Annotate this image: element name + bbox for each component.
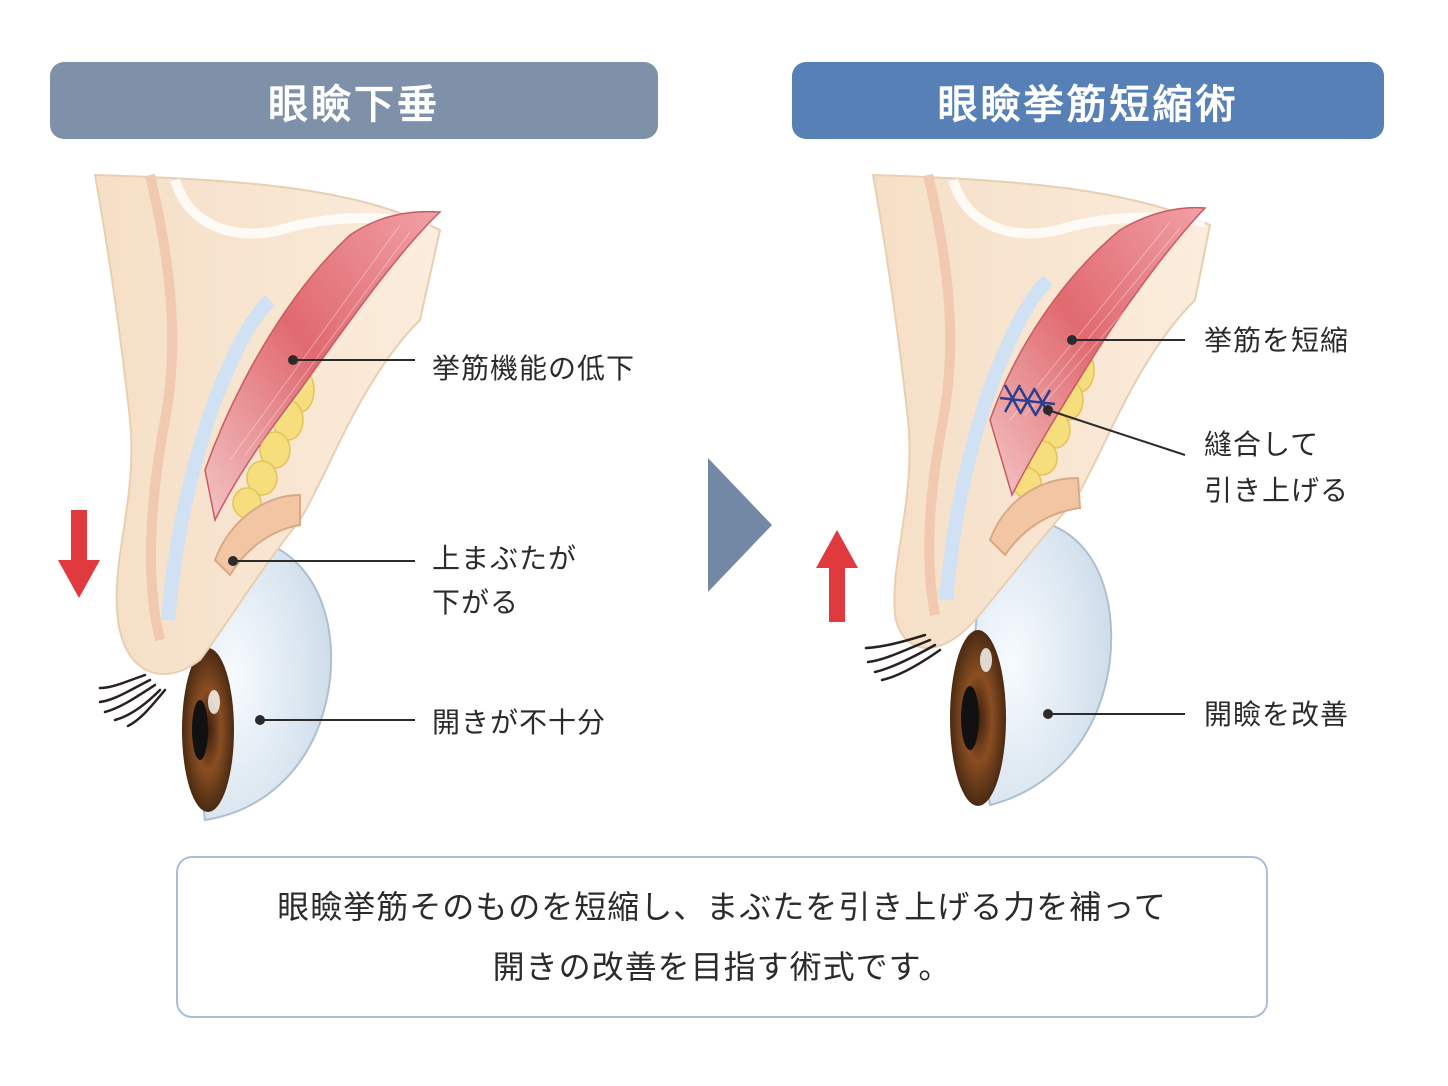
ptosis-illustration <box>93 173 442 822</box>
right-eyelashes <box>864 633 942 682</box>
left-levator-muscle <box>204 210 442 523</box>
transition-arrow-icon <box>708 458 772 592</box>
right-panel-title: 眼瞼挙筋短縮術 <box>792 62 1384 139</box>
label-suture-lift-1: 縫合して <box>1204 428 1320 461</box>
summary-box: 眼瞼挙筋そのものを短縮し、まぶたを引き上げる力を補って 開きの改善を目指す術式で… <box>176 856 1268 1018</box>
label-improve-opening: 開瞼を改善 <box>1204 698 1350 731</box>
label-shorten-levator: 挙筋を短縮 <box>1204 324 1350 357</box>
left-panel-title: 眼瞼下垂 <box>50 62 658 139</box>
label-levator-function-decline: 挙筋機能の低下 <box>432 352 636 385</box>
up-arrow-icon <box>816 530 858 622</box>
label-eyelid-droops-1: 上まぶたが <box>432 542 578 575</box>
summary-line-2: 開きの改善を目指す術式です。 <box>492 948 952 986</box>
label-insufficient-opening: 開きが不十分 <box>432 706 607 739</box>
left-tarsus <box>213 493 301 577</box>
left-leader-lines <box>228 355 415 725</box>
left-fat-pad <box>232 367 315 519</box>
right-levator-muscle <box>989 206 1207 498</box>
right-leader-lines <box>1043 335 1186 719</box>
label-eyelid-droops-2: 下がる <box>432 586 520 619</box>
left-eyelashes <box>98 673 167 728</box>
summary-line-1: 眼瞼挙筋そのものを短縮し、まぶたを引き上げる力を補って <box>277 888 1167 926</box>
label-suture-lift-2: 引き上げる <box>1204 474 1350 507</box>
down-arrow-icon <box>58 510 100 598</box>
surgery-illustration <box>864 173 1212 807</box>
right-tarsus <box>988 476 1082 557</box>
